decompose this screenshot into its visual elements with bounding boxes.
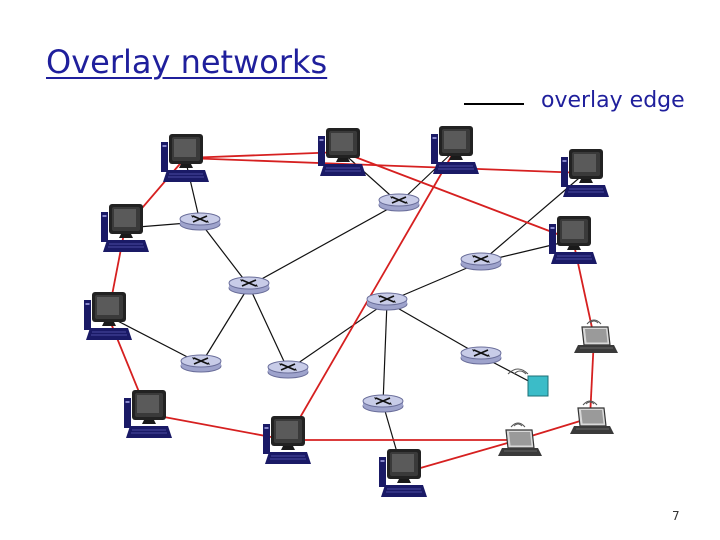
desktop-computer-icon — [379, 448, 427, 498]
router-icon — [180, 354, 222, 373]
physical-link — [248, 285, 289, 371]
physical-link — [287, 301, 388, 371]
router-icon — [362, 394, 404, 413]
desktop-computer-icon — [101, 203, 149, 253]
physical-link — [386, 301, 482, 357]
physical-link — [199, 221, 250, 287]
laptop-icon — [569, 400, 615, 435]
desktop-computer-icon — [263, 415, 311, 465]
desktop-computer-icon — [124, 389, 172, 439]
page-number: 7 — [672, 509, 680, 523]
router-icon — [228, 276, 270, 295]
physical-link — [200, 285, 250, 365]
desktop-computer-icon — [549, 215, 597, 265]
overlay-edge — [341, 151, 574, 241]
laptop-icon — [573, 319, 619, 354]
physical-link — [248, 202, 400, 287]
overlay-edge — [184, 151, 343, 159]
overlay-edge — [184, 157, 586, 174]
physical-link — [107, 315, 202, 365]
desktop-computer-icon — [431, 125, 479, 175]
router-icon — [460, 252, 502, 271]
legend-label: overlay edge — [541, 88, 685, 113]
physical-link — [184, 157, 201, 223]
router-icon — [267, 360, 309, 379]
physical-link — [398, 149, 456, 204]
slide-title: Overlay networks — [46, 43, 328, 81]
legend-overlay-edge-swatch — [464, 103, 524, 105]
router-icon — [179, 212, 221, 231]
router-icon — [460, 346, 502, 365]
router-icon — [366, 292, 408, 311]
desktop-computer-icon — [84, 291, 132, 341]
desktop-computer-icon — [161, 133, 209, 183]
wireless-access-point-icon — [507, 368, 549, 397]
physical-link — [382, 301, 388, 405]
router-icon — [378, 193, 420, 212]
overlay-edge — [402, 439, 519, 474]
